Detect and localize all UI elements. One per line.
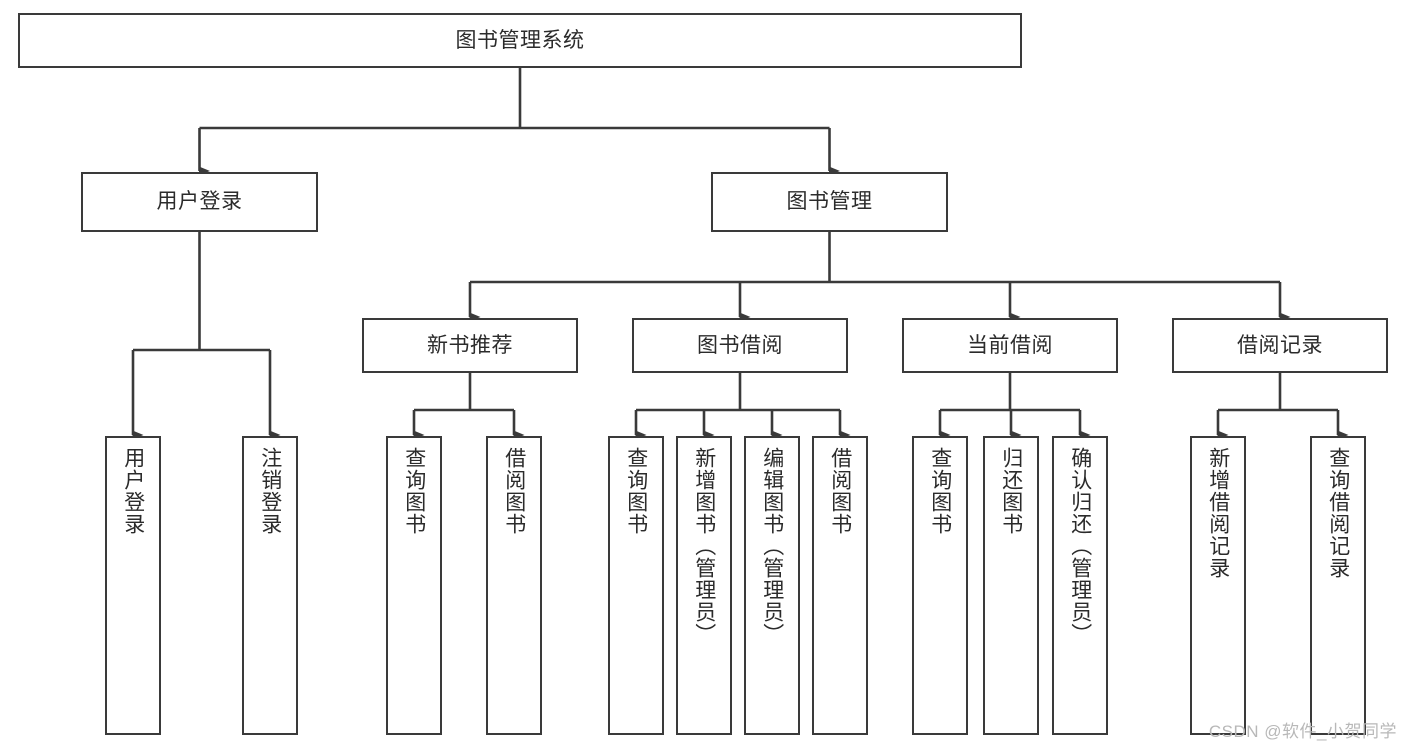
node-loan-record[interactable]: 借阅记录 [1172,318,1388,373]
leaf-query-book-borrow[interactable]: 查询图书 [608,436,664,735]
leaf-query-loan-record-label: 查询借阅记录 [1326,447,1350,579]
node-root[interactable]: 图书管理系统 [18,13,1022,68]
leaf-logout[interactable]: 注销登录 [242,436,298,735]
leaf-edit-book-admin[interactable]: 编辑图书（管理员） [744,436,800,735]
leaf-return-book[interactable]: 归还图书 [983,436,1039,735]
leaf-return-book-label: 归还图书 [999,447,1023,535]
leaf-user-login[interactable]: 用户登录 [105,436,161,735]
leaf-add-loan-record[interactable]: 新增借阅记录 [1190,436,1246,735]
node-user-login-label: 用户登录 [156,190,243,214]
leaf-query-loan-record[interactable]: 查询借阅记录 [1310,436,1366,735]
leaf-borrow-book[interactable]: 借阅图书 [812,436,868,735]
node-new-book-recommend-label: 新书推荐 [427,333,513,357]
node-current-loan-label: 当前借阅 [967,333,1053,357]
node-loan-record-label: 借阅记录 [1237,333,1323,357]
leaf-add-loan-record-label: 新增借阅记录 [1206,447,1230,579]
leaf-query-book-current[interactable]: 查询图书 [912,436,968,735]
leaf-borrow-book-recommend[interactable]: 借阅图书 [486,436,542,735]
node-book-borrow[interactable]: 图书借阅 [632,318,848,373]
leaf-edit-book-admin-label: 编辑图书（管理员） [760,447,784,645]
node-book-management[interactable]: 图书管理 [711,172,948,232]
leaf-borrow-book-label: 借阅图书 [828,447,852,535]
leaf-confirm-return-admin-label: 确认归还（管理员） [1068,447,1092,645]
node-new-book-recommend[interactable]: 新书推荐 [362,318,578,373]
leaf-borrow-book-recommend-label: 借阅图书 [502,447,526,535]
node-book-management-label: 图书管理 [786,190,873,214]
node-user-login[interactable]: 用户登录 [81,172,318,232]
leaf-query-book-recommend[interactable]: 查询图书 [386,436,442,735]
csdn-watermark: CSDN @软件_小贺同学 [1208,722,1397,741]
node-book-borrow-label: 图书借阅 [697,333,783,357]
leaf-user-login-label: 用户登录 [121,447,145,535]
node-root-label: 图书管理系统 [455,28,585,52]
leaf-confirm-return-admin[interactable]: 确认归还（管理员） [1052,436,1108,735]
leaf-query-book-borrow-label: 查询图书 [624,447,648,535]
leaf-logout-label: 注销登录 [258,447,282,535]
node-current-loan[interactable]: 当前借阅 [902,318,1118,373]
leaf-add-book-admin[interactable]: 新增图书（管理员） [676,436,732,735]
leaf-query-book-current-label: 查询图书 [928,447,952,535]
leaf-add-book-admin-label: 新增图书（管理员） [692,447,716,645]
leaf-query-book-recommend-label: 查询图书 [402,447,426,535]
